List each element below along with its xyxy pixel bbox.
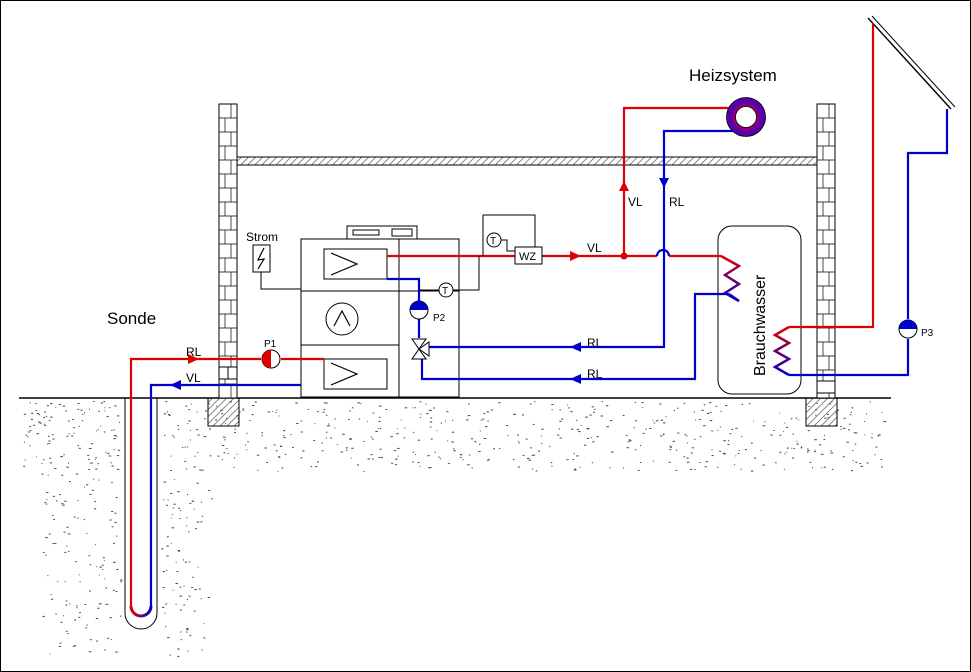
rl-label-heating: RL bbox=[669, 195, 685, 209]
flow-arrows bbox=[170, 178, 669, 390]
return-pipes bbox=[149, 109, 949, 606]
supply-pipes bbox=[129, 23, 875, 606]
pump-p3: P3 bbox=[898, 319, 934, 339]
ground bbox=[19, 397, 891, 657]
wall-left bbox=[207, 103, 240, 427]
compressor-icon bbox=[325, 302, 359, 336]
heat-meter: T WZ T bbox=[419, 214, 543, 298]
wall-right bbox=[805, 103, 838, 427]
ground-gravel bbox=[23, 401, 886, 657]
vl-label-main: VL bbox=[587, 241, 602, 255]
three-way-valve bbox=[411, 338, 430, 360]
pump-p2: P2 bbox=[409, 300, 446, 324]
wz-box bbox=[514, 246, 543, 265]
brauchwasser-label: Brauchwasser bbox=[752, 274, 769, 376]
tank-solar-coil bbox=[772, 325, 792, 377]
pipe-crossing bbox=[655, 248, 671, 257]
heating-system-icon bbox=[726, 97, 766, 137]
p3-label: P3 bbox=[921, 328, 934, 339]
heizsystem-label: Heizsystem bbox=[689, 66, 777, 85]
temp-sensor-label: T bbox=[490, 236, 496, 247]
wz-label: WZ bbox=[519, 251, 536, 263]
vl-label-probe: VL bbox=[186, 371, 201, 385]
p2-label: P2 bbox=[433, 313, 446, 324]
solar-collector bbox=[867, 15, 956, 110]
rl-label-tank: RL bbox=[587, 367, 603, 381]
power-supply: Strom bbox=[246, 230, 301, 290]
hot-water-tank: Brauchwasser bbox=[717, 225, 802, 395]
sonde-label: Sonde bbox=[107, 309, 156, 328]
temp-sensor-label: T bbox=[442, 286, 448, 297]
lightning-icon bbox=[252, 244, 271, 273]
heat-pump-unit bbox=[300, 225, 460, 398]
rl-label-valve: RL bbox=[587, 336, 603, 350]
tee-junction bbox=[620, 252, 628, 260]
p1-label: P1 bbox=[264, 339, 277, 350]
pump-p1: P1 bbox=[261, 339, 281, 369]
rl-label-probe: RL bbox=[186, 345, 202, 359]
ceiling-slab bbox=[236, 156, 818, 166]
ground-probe bbox=[124, 398, 158, 630]
wall-sleeves bbox=[218, 366, 836, 394]
vl-label-heating: VL bbox=[628, 195, 643, 209]
tank-upper-coil bbox=[720, 254, 742, 303]
strom-label: Strom bbox=[246, 230, 278, 244]
